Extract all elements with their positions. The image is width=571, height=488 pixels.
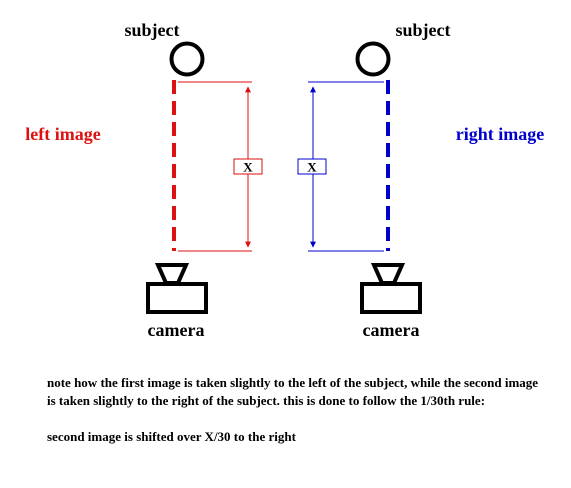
subject-right-label: subject <box>396 20 451 40</box>
right-camera-lens <box>370 263 406 285</box>
subject-left-label: subject <box>125 20 180 40</box>
left-camera-lens <box>154 263 190 285</box>
left-image-label: left image <box>25 124 100 144</box>
explanation-note: note how the first image is taken slight… <box>47 374 547 446</box>
left-x-label: X <box>243 160 253 175</box>
left-x-box <box>233 158 263 175</box>
left-camera-body <box>146 282 208 314</box>
right-camera-body <box>360 282 422 314</box>
camera-left-label: camera <box>148 320 205 340</box>
note-rule: second image is shifted over X/30 to the… <box>47 429 296 444</box>
right-x-label: X <box>307 160 317 175</box>
note-paragraph: note how the first image is taken slight… <box>47 375 539 408</box>
right-image-label: right image <box>456 124 544 144</box>
right-x-box <box>297 158 327 175</box>
subject-right-circle <box>355 41 391 77</box>
camera-right-label: camera <box>363 320 420 340</box>
subject-left-circle <box>169 41 205 77</box>
